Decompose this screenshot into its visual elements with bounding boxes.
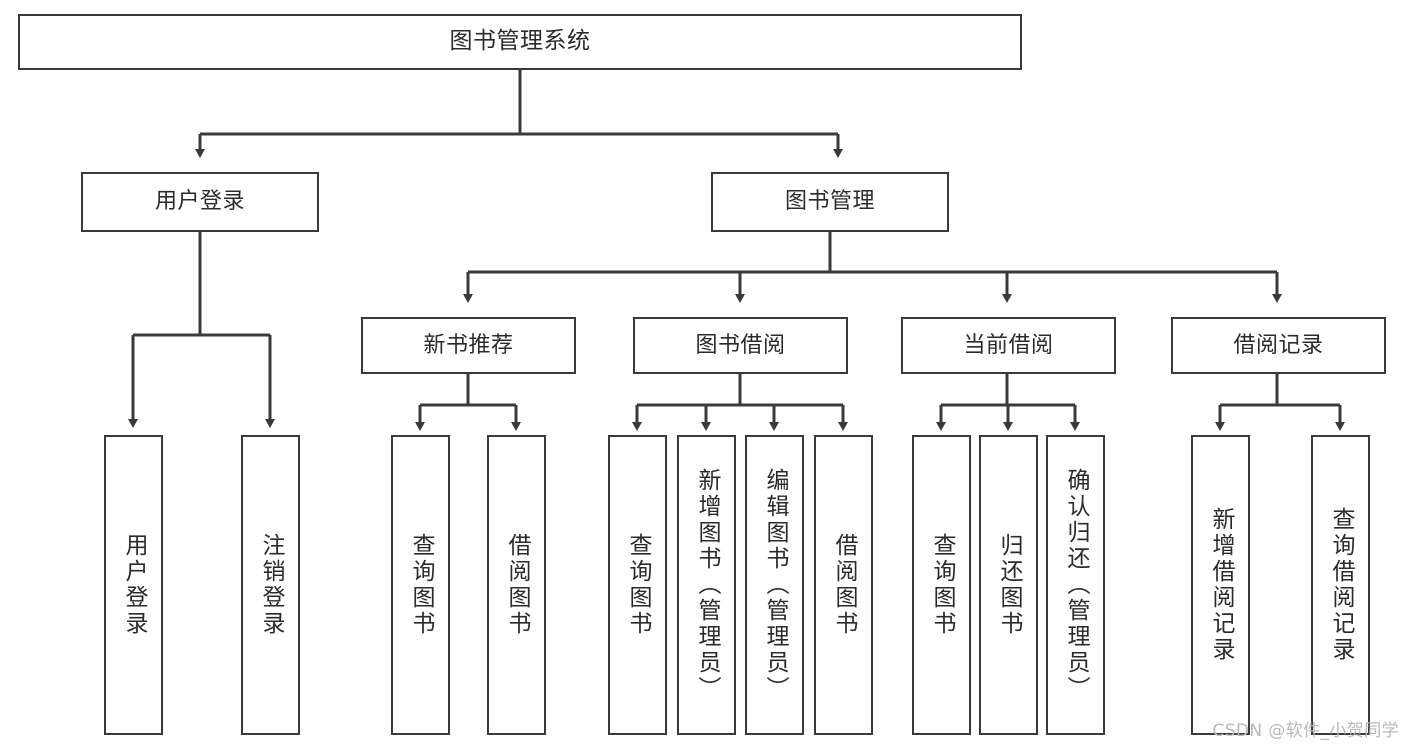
node-user-login[interactable]: 用户登录 <box>81 172 319 232</box>
node-leaf-nb-borrow-book[interactable]: 借阅图书 <box>487 435 546 735</box>
node-borrow-record[interactable]: 借阅记录 <box>1171 317 1386 374</box>
node-leaf-br-query-record[interactable]: 查询借阅记录 <box>1311 435 1370 735</box>
node-leaf-bb-edit-book-label: 编辑图书（管理员） <box>762 468 788 702</box>
node-leaf-nb-query-book-label: 查询图书 <box>408 533 434 637</box>
node-leaf-user-login-label: 用户登录 <box>121 533 147 637</box>
node-user-login-label: 用户登录 <box>154 189 245 215</box>
node-leaf-bb-add-book-label: 新增图书（管理员） <box>694 468 720 702</box>
node-leaf-cb-confirm-return[interactable]: 确认归还（管理员） <box>1046 435 1105 735</box>
node-book-manage-label: 图书管理 <box>784 189 875 215</box>
node-new-book-recommend-label: 新书推荐 <box>423 332 514 358</box>
node-leaf-user-logout[interactable]: 注销登录 <box>241 435 300 735</box>
node-leaf-bb-borrow-book-label: 借阅图书 <box>831 533 857 637</box>
node-leaf-bb-add-book[interactable]: 新增图书（管理员） <box>677 435 736 735</box>
node-leaf-bb-borrow-book[interactable]: 借阅图书 <box>814 435 873 735</box>
node-leaf-cb-return-book-label: 归还图书 <box>996 533 1022 637</box>
node-current-borrow-label: 当前借阅 <box>963 332 1054 358</box>
node-book-manage[interactable]: 图书管理 <box>711 172 949 232</box>
node-leaf-cb-query-book-label: 查询图书 <box>929 533 955 637</box>
node-leaf-cb-confirm-return-label: 确认归还（管理员） <box>1063 468 1089 702</box>
node-leaf-cb-return-book[interactable]: 归还图书 <box>979 435 1038 735</box>
node-current-borrow[interactable]: 当前借阅 <box>901 317 1116 374</box>
node-book-borrow[interactable]: 图书借阅 <box>633 317 848 374</box>
node-root-label: 图书管理系统 <box>449 28 591 55</box>
node-borrow-record-label: 借阅记录 <box>1233 332 1324 358</box>
node-leaf-bb-edit-book[interactable]: 编辑图书（管理员） <box>745 435 804 735</box>
node-leaf-br-add-record-label: 新增借阅记录 <box>1208 507 1234 663</box>
node-leaf-br-query-record-label: 查询借阅记录 <box>1328 507 1354 663</box>
node-new-book-recommend[interactable]: 新书推荐 <box>361 317 576 374</box>
node-root[interactable]: 图书管理系统 <box>18 14 1022 70</box>
node-book-borrow-label: 图书借阅 <box>695 332 786 358</box>
node-leaf-user-login[interactable]: 用户登录 <box>104 435 163 735</box>
node-leaf-bb-query-book[interactable]: 查询图书 <box>608 435 667 735</box>
node-leaf-br-add-record[interactable]: 新增借阅记录 <box>1191 435 1250 735</box>
node-leaf-nb-query-book[interactable]: 查询图书 <box>391 435 450 735</box>
node-leaf-cb-query-book[interactable]: 查询图书 <box>912 435 971 735</box>
node-leaf-bb-query-book-label: 查询图书 <box>625 533 651 637</box>
node-leaf-nb-borrow-book-label: 借阅图书 <box>504 533 530 637</box>
node-leaf-user-logout-label: 注销登录 <box>258 533 284 637</box>
